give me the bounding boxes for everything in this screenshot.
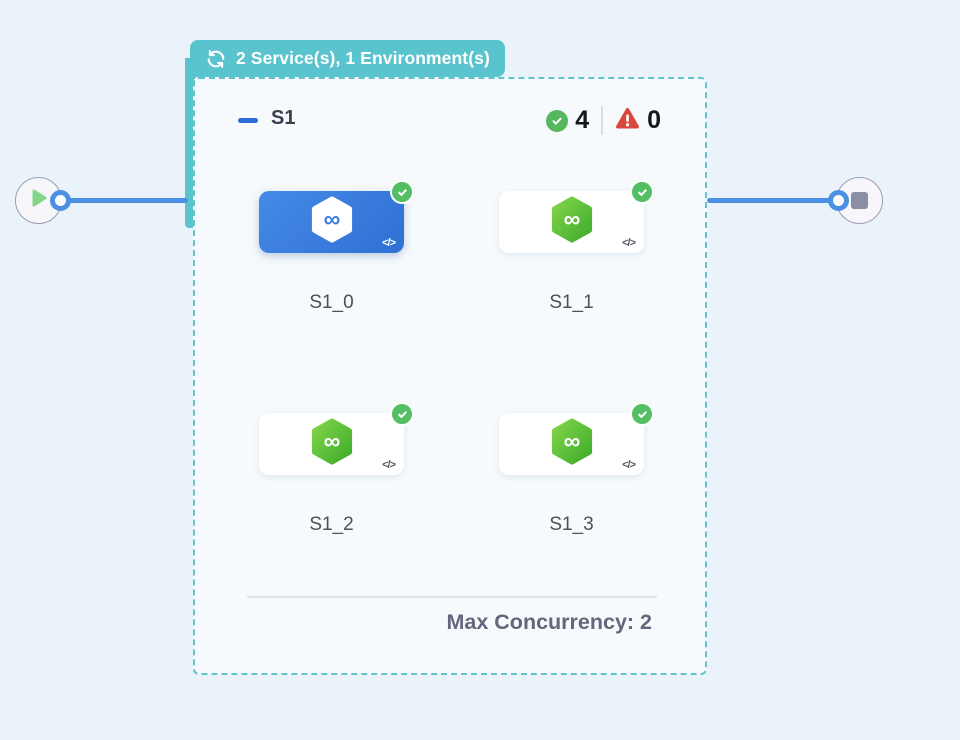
success-count: 4 — [575, 106, 590, 134]
failed-count-icon — [615, 107, 640, 135]
code-icon: </> — [622, 459, 636, 471]
footer-divider — [247, 596, 657, 598]
end-node-in-port — [828, 190, 849, 211]
code-icon: </> — [382, 237, 396, 249]
success-check-icon — [630, 180, 654, 204]
service-card-s1-1[interactable]: ∞ </> — [499, 180, 654, 253]
max-concurrency-label: Max Concurrency: 2 — [446, 610, 652, 634]
connector-start-to-group — [58, 198, 188, 203]
start-node-out-port — [50, 190, 71, 211]
code-icon: </> — [382, 459, 396, 471]
failed-count: 0 — [647, 106, 661, 134]
harness-service-icon: ∞ — [310, 196, 354, 248]
group-title: S1 — [271, 107, 296, 129]
service-label-s1-3: S1_3 — [549, 514, 594, 535]
svg-text:∞: ∞ — [563, 206, 580, 232]
svg-text:∞: ∞ — [563, 428, 580, 454]
service-card-s1-2[interactable]: ∞ </> — [259, 402, 414, 475]
harness-service-icon: ∞ — [550, 196, 594, 248]
status-counts: 4 0 — [546, 106, 661, 135]
harness-service-icon: ∞ — [550, 418, 594, 470]
stage-group-container: S1 4 0 ∞ — [193, 77, 707, 675]
play-icon — [29, 187, 49, 214]
connector-group-to-end — [707, 198, 838, 203]
service-card-s1-3[interactable]: ∞ </> — [499, 402, 654, 475]
success-count-icon — [546, 109, 569, 132]
code-icon: </> — [622, 237, 636, 249]
loop-strategy-strip — [185, 58, 196, 228]
service-label-s1-0: S1_0 — [309, 292, 354, 313]
counts-divider — [601, 106, 604, 135]
collapse-toggle-icon[interactable] — [238, 118, 258, 123]
service-label-s1-2: S1_2 — [309, 514, 354, 535]
svg-text:∞: ∞ — [323, 428, 340, 454]
svg-text:∞: ∞ — [323, 206, 340, 232]
success-check-icon — [630, 402, 654, 426]
success-check-icon — [390, 180, 414, 204]
services-environments-badge[interactable]: 2 Service(s), 1 Environment(s) — [190, 40, 505, 77]
loop-icon — [205, 48, 227, 70]
service-card-s1-0[interactable]: ∞ </> — [259, 180, 414, 253]
harness-service-icon: ∞ — [310, 418, 354, 470]
success-check-icon — [390, 402, 414, 426]
stop-icon — [851, 192, 868, 209]
services-environments-label: 2 Service(s), 1 Environment(s) — [236, 48, 490, 68]
service-label-s1-1: S1_1 — [549, 292, 594, 313]
